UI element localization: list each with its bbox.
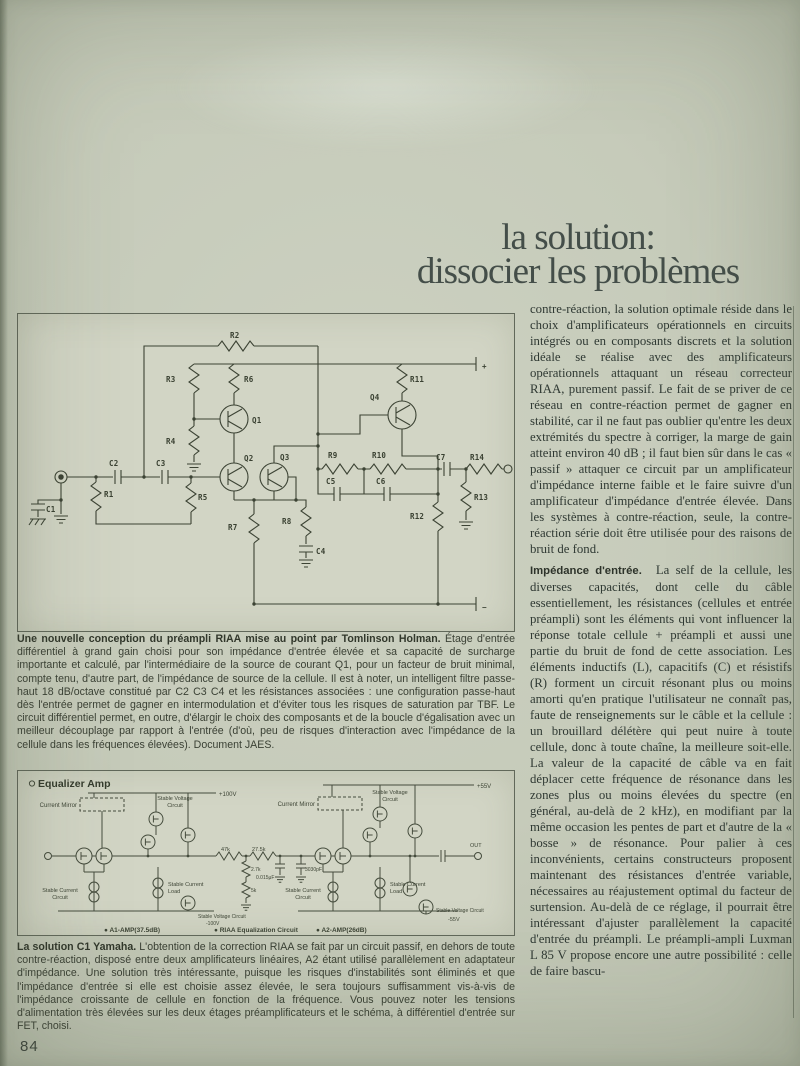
riaa-preamp-schematic-drawing: R1 R2 R3 R4 R5 R6 R7 R8 R9 R10 R11 R12 R… <box>28 331 513 612</box>
input-terminal <box>44 852 52 860</box>
svg-text:Load: Load <box>168 889 180 895</box>
figure2-components <box>44 796 482 915</box>
label-q2: Q2 <box>244 454 253 463</box>
label-q1: Q1 <box>252 416 262 425</box>
svg-text:Circuit: Circuit <box>382 797 398 803</box>
label-r7: R7 <box>228 523 237 532</box>
svg-text:Circuit: Circuit <box>52 895 68 901</box>
label-supply-minus: − <box>482 603 487 612</box>
label-c7: C7 <box>436 453 445 462</box>
label-r14: R14 <box>470 453 484 462</box>
label-r5: R5 <box>198 493 207 502</box>
article-runin-heading: Impédance d'entrée. <box>530 565 642 577</box>
label-minus100: -100V <box>206 921 220 927</box>
label-stable-voltage-1a: Stable Voltage <box>157 796 192 802</box>
output-terminal <box>503 464 513 474</box>
label-stable-load-left: Stable Current <box>168 882 204 888</box>
label-c4: C4 <box>316 547 326 556</box>
paper-watermark <box>170 28 600 148</box>
page-title: la solution: dissocier les problèmes <box>352 217 800 292</box>
page-number: 84 <box>20 1038 39 1055</box>
figure1-wires <box>31 345 504 611</box>
label-c5: C5 <box>326 477 335 486</box>
label-47k: 47k <box>221 847 230 853</box>
label-r10: R10 <box>372 451 386 460</box>
transistor-q4 <box>387 400 417 430</box>
figure2-caption: La solution C1 Yamaha. L'obtention de la… <box>17 941 515 1033</box>
label-q4: Q4 <box>370 393 380 402</box>
label-r9: R9 <box>328 451 338 460</box>
label-27k5: 27.5k <box>252 847 266 853</box>
svg-text:Circuit: Circuit <box>295 895 311 901</box>
article-column: contre-réaction, la solution optimale ré… <box>530 301 792 984</box>
label-c015: 0.015μF <box>256 875 274 881</box>
label-out: OUT <box>470 843 482 849</box>
transistor-q2 <box>219 462 249 492</box>
label-stable-current-right: Stable Current <box>285 888 321 894</box>
label-plus55: +55V <box>477 784 491 790</box>
label-c6: C6 <box>376 477 386 486</box>
transistor-q3 <box>259 462 289 492</box>
label-r12: R12 <box>410 512 424 521</box>
label-r6: R6 <box>244 375 254 384</box>
label-current-mirror-left: Current Mirror <box>40 803 77 809</box>
label-stable-voltage-2a: Stable Voltage <box>372 790 407 796</box>
figure2-heading: Equalizer Amp <box>38 778 111 790</box>
label-c2: C2 <box>109 459 118 468</box>
label-amp1: ● A1-AMP(37.5dB) <box>104 927 160 934</box>
figure-riaa-preamp-schematic: R1 R2 R3 R4 R5 R6 R7 R8 R9 R10 R11 R12 R… <box>17 313 515 632</box>
svg-text:Circuit: Circuit <box>167 803 183 809</box>
figure2-caption-lead: La solution C1 Yamaha. <box>17 941 137 953</box>
scan-left-edge <box>0 0 8 1066</box>
label-5k: 5k <box>251 888 257 894</box>
label-minus55: -55V <box>448 917 460 923</box>
current-mirror-box-left <box>79 797 125 812</box>
label-supply-plus: + <box>482 362 487 371</box>
label-riaa: ● RIAA Equalization Circuit <box>214 927 299 934</box>
fet-diff-pair-left <box>75 847 93 865</box>
article-paragraph-2-body: La self de la cellule, les diverses capa… <box>530 563 792 978</box>
label-r2: R2 <box>230 331 239 340</box>
label-amp2: ● A2-AMP(26dB) <box>316 927 367 934</box>
label-c3030: 3030pF <box>305 867 322 873</box>
figure2-wires <box>52 784 474 914</box>
output-terminal-2 <box>474 852 482 860</box>
label-current-mirror-right: Current Mirror <box>278 802 315 808</box>
input-jack <box>54 470 68 484</box>
page-title-line1: la solution: <box>501 217 655 258</box>
label-c1: C1 <box>46 505 56 514</box>
figure2-labels: Current Mirror Current Mirror Stable Vol… <box>40 784 492 934</box>
label-2k7: 2.7k <box>251 867 261 873</box>
label-r11: R11 <box>410 375 424 384</box>
label-r13: R13 <box>474 493 488 502</box>
heading-bullet <box>28 780 36 787</box>
label-stable-voltage-right-full: Stable Voltage Circuit <box>436 908 484 914</box>
label-stable-load-right: Stable Current <box>390 882 426 888</box>
figure1-caption-lead: Une nouvelle conception du préampli RIAA… <box>17 633 441 645</box>
fet-diff-pair-right <box>314 847 332 865</box>
figure-yamaha-c1-schematic: Equalizer Amp <box>17 770 515 936</box>
page-title-line2: dissocier les problèmes <box>416 251 740 292</box>
figure1-components <box>28 340 513 606</box>
figure2-caption-body: L'obtention de la correction RIAA se fai… <box>17 941 515 1033</box>
label-c3: C3 <box>156 459 166 468</box>
figure1-caption: Une nouvelle conception du préampli RIAA… <box>17 633 515 752</box>
article-paragraph-2: Impédance d'entrée.La self de la cellule… <box>530 562 792 979</box>
label-r8: R8 <box>282 517 292 526</box>
label-stable-current-left: Stable Current <box>42 888 78 894</box>
article-paragraph-1: contre-réaction, la solution optimale ré… <box>530 302 792 556</box>
current-mirror-box-right <box>317 796 363 811</box>
svg-text:Load: Load <box>390 889 402 895</box>
label-stable-voltage-left-full: Stable Voltage Circuit <box>198 914 246 920</box>
label-plus100: +100V <box>219 792 237 798</box>
figure1-caption-body: Étage d'entrée différentiel à grand gain… <box>17 633 515 751</box>
figure1-labels: R1 R2 R3 R4 R5 R6 R7 R8 R9 R10 R11 R12 R… <box>46 331 488 612</box>
label-q3: Q3 <box>280 453 290 462</box>
label-r1: R1 <box>104 490 114 499</box>
label-r4: R4 <box>166 437 176 446</box>
label-r3: R3 <box>166 375 176 384</box>
yamaha-c1-schematic-drawing: Equalizer Amp <box>28 778 492 934</box>
transistor-q1 <box>219 404 249 434</box>
column-rule <box>793 306 794 1018</box>
